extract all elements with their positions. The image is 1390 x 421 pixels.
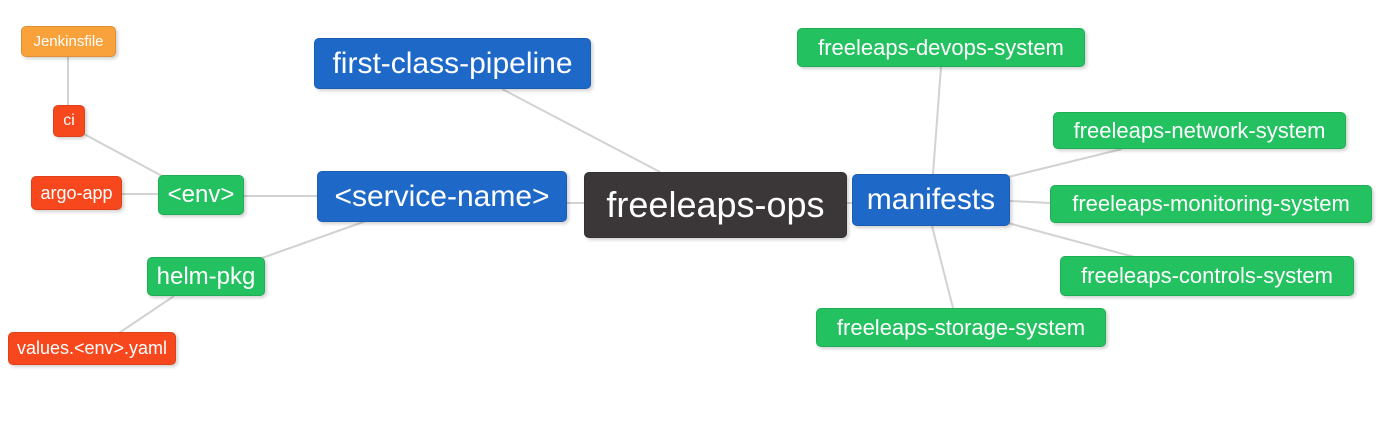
edge-manifests-to-controls-system (1007, 222, 1139, 259)
node-helm-pkg[interactable]: helm-pkg (147, 257, 265, 296)
edge-values-env-yaml-to-helm-pkg (118, 295, 175, 334)
node-env[interactable]: <env> (158, 175, 244, 215)
edge-ci-to-env (83, 133, 163, 177)
edge-manifests-to-storage-system (931, 225, 954, 309)
node-manifests[interactable]: manifests (852, 174, 1010, 226)
node-ci[interactable]: ci (53, 105, 85, 137)
node-storage-system[interactable]: freeleaps-storage-system (816, 308, 1106, 347)
edge-helm-pkg-to-service-name (261, 220, 367, 259)
node-network-system[interactable]: freeleaps-network-system (1053, 112, 1346, 149)
node-monitoring-system[interactable]: freeleaps-monitoring-system (1050, 185, 1372, 223)
edge-manifests-to-monitoring-system (1009, 200, 1051, 204)
node-controls-system[interactable]: freeleaps-controls-system (1060, 256, 1354, 296)
edge-manifests-to-devops-system (932, 66, 942, 175)
node-argo-app[interactable]: argo-app (31, 176, 122, 210)
node-devops-system[interactable]: freeleaps-devops-system (797, 28, 1085, 67)
node-service-name[interactable]: <service-name> (317, 171, 567, 222)
node-jenkinsfile[interactable]: Jenkinsfile (21, 26, 116, 57)
edge-first-class-pipeline-to-freeleaps-ops (501, 88, 661, 173)
node-first-class-pipeline[interactable]: first-class-pipeline (314, 38, 591, 89)
edge-manifests-to-network-system (1007, 148, 1123, 178)
node-freeleaps-ops[interactable]: freeleaps-ops (584, 172, 847, 238)
node-values-env-yaml[interactable]: values.<env>.yaml (8, 332, 176, 365)
